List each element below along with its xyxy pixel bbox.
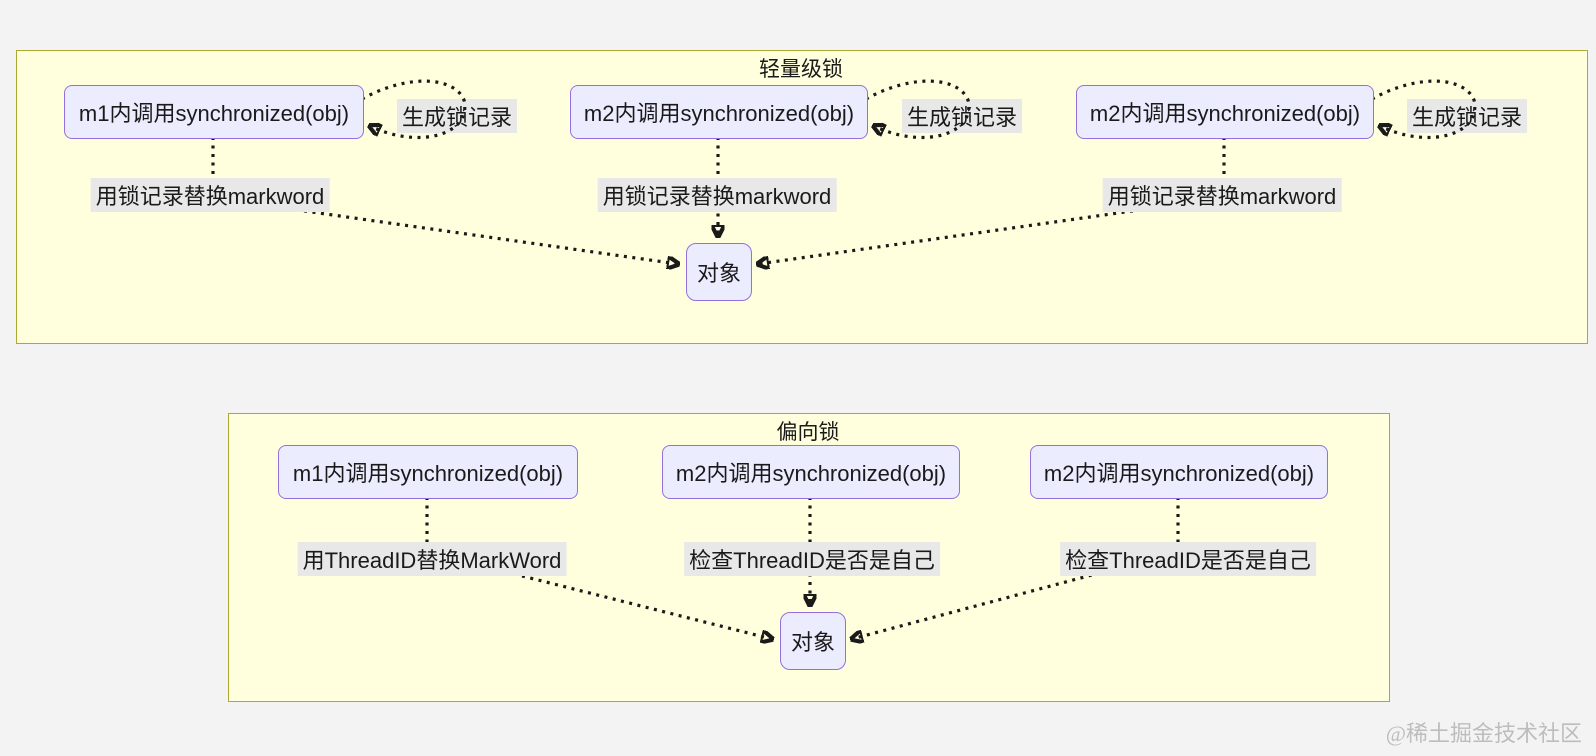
loop-label-create-lock-record-2: 生成锁记录 [901,99,1023,133]
node-m2-sync-bottom-2: m2内调用synchronized(obj) [1030,445,1328,499]
node-m1-sync-bottom: m1内调用synchronized(obj) [278,445,578,499]
cluster-title-lightweight-lock: 轻量级锁 [759,58,843,81]
watermark: @稀土掘金技术社区 [1385,721,1582,746]
edge-label-replace-markword-2: 用锁记录替换markword [597,178,837,212]
node-m2-sync-top-1: m2内调用synchronized(obj) [570,85,868,139]
loop-label-create-lock-record-1: 生成锁记录 [396,99,518,133]
edge-label-check-threadid-1: 检查ThreadID是否是自己 [684,542,940,576]
edge-label-replace-with-threadid: 用ThreadID替换MarkWord [297,542,567,576]
node-object-top: 对象 [686,243,752,301]
cluster-title-biased-lock: 偏向锁 [776,421,840,444]
node-m2-sync-top-2: m2内调用synchronized(obj) [1076,85,1374,139]
node-m1-sync-top: m1内调用synchronized(obj) [64,85,364,139]
node-object-bottom: 对象 [780,612,846,670]
edge-label-replace-markword-3: 用锁记录替换markword [1102,178,1342,212]
edge-label-replace-markword-1: 用锁记录替换markword [90,178,330,212]
node-m2-sync-bottom-1: m2内调用synchronized(obj) [662,445,960,499]
edge-label-check-threadid-2: 检查ThreadID是否是自己 [1060,542,1316,576]
loop-label-create-lock-record-3: 生成锁记录 [1406,99,1528,133]
